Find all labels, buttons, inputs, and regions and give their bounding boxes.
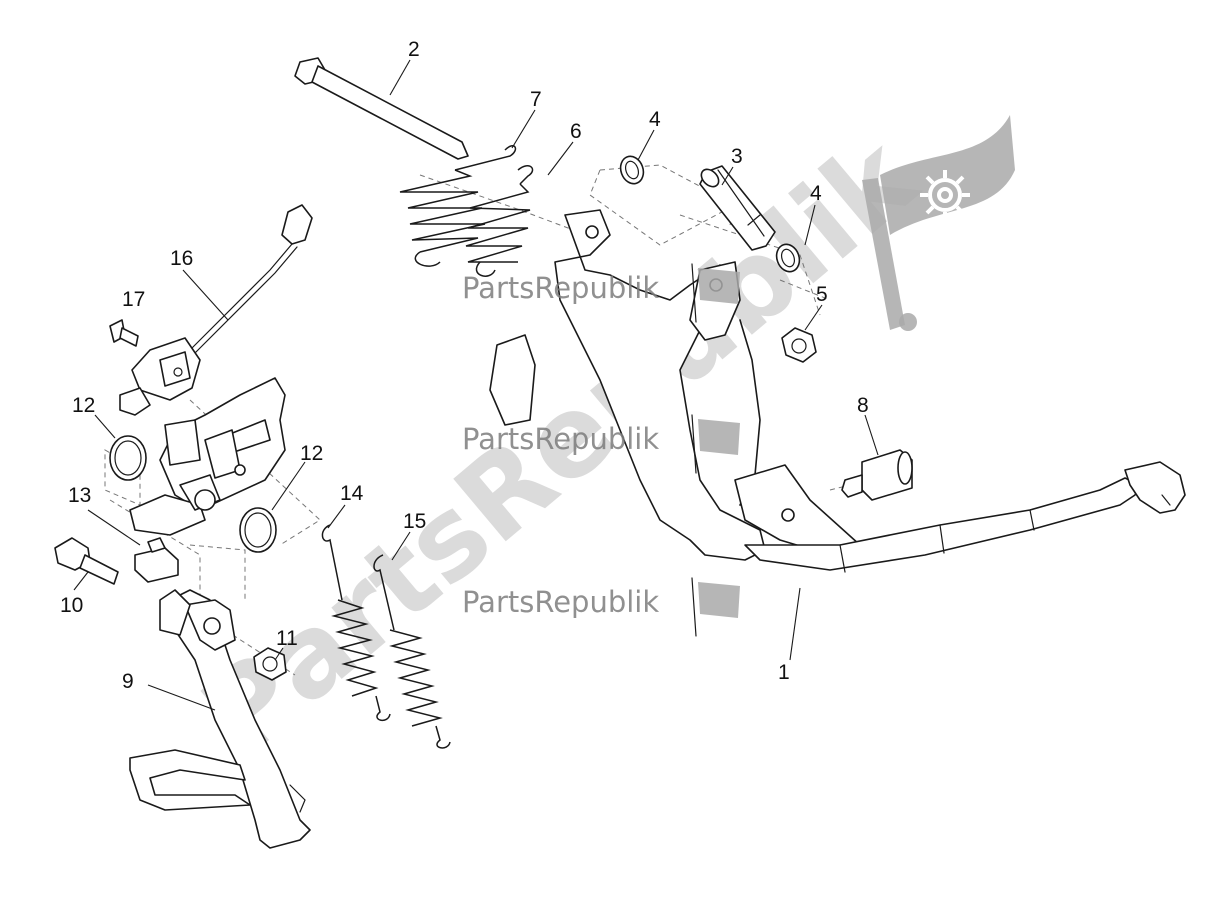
callout-6: 6 bbox=[570, 120, 582, 143]
callout-10: 10 bbox=[60, 594, 83, 617]
watermark-row-3: PartsRepublik bbox=[462, 577, 740, 637]
callout-4-upper: 4 bbox=[649, 108, 661, 131]
watermark-text-3: PartsRepublik bbox=[462, 585, 659, 619]
callout-13: 13 bbox=[68, 484, 91, 507]
callout-5: 5 bbox=[816, 283, 828, 306]
part-3-pivot-pin bbox=[699, 165, 776, 251]
part-7-spring bbox=[399, 145, 517, 267]
callout-9: 9 bbox=[122, 670, 134, 693]
callout-4-lower: 4 bbox=[810, 182, 822, 205]
watermark-text-2: PartsRepublik bbox=[462, 422, 659, 456]
callout-12-left: 12 bbox=[72, 394, 95, 417]
part-12-o-ring-right bbox=[239, 507, 277, 553]
callout-14: 14 bbox=[340, 482, 364, 505]
watermark-row-2: PartsRepublik bbox=[462, 414, 740, 474]
sensor-bracket bbox=[129, 377, 286, 536]
watermark-flag-icon-1 bbox=[698, 268, 740, 304]
part-8-rubber-stopper bbox=[841, 449, 913, 501]
part-4-circlip-upper bbox=[619, 155, 645, 185]
part-13-block bbox=[134, 537, 179, 583]
watermark-flag-icon-2 bbox=[698, 419, 740, 455]
callout-7: 7 bbox=[530, 88, 542, 111]
watermark-flag-icon bbox=[862, 115, 1015, 331]
leader-lines bbox=[73, 59, 879, 711]
part-9-side-stand bbox=[129, 589, 311, 849]
callout-15: 15 bbox=[403, 510, 426, 533]
callout-12-right: 12 bbox=[300, 442, 323, 465]
part-17-screw bbox=[109, 319, 139, 347]
callout-3: 3 bbox=[731, 145, 743, 168]
callout-2: 2 bbox=[408, 38, 420, 61]
part-14-spring bbox=[321, 524, 391, 722]
part-6-spring bbox=[465, 165, 534, 277]
watermark-row-1: PartsRepublik bbox=[462, 263, 740, 323]
part-4-circlip-lower bbox=[775, 243, 801, 273]
watermark-text-1: PartsRepublik bbox=[462, 271, 659, 305]
callout-1: 1 bbox=[778, 661, 790, 684]
watermark-flag-icon-3 bbox=[698, 582, 740, 618]
part-15-spring bbox=[373, 554, 451, 749]
callout-11: 11 bbox=[276, 627, 298, 650]
callout-17: 17 bbox=[122, 288, 145, 311]
part-12-o-ring-left bbox=[109, 435, 147, 481]
callout-16: 16 bbox=[170, 247, 193, 270]
part-5-nut bbox=[781, 327, 817, 363]
callout-8: 8 bbox=[857, 394, 869, 417]
part-16-stand-sensor bbox=[119, 204, 313, 416]
part-2-pivot-bolt bbox=[294, 57, 469, 160]
callout-numbers: 2 7 6 4 3 4 5 8 1 16 17 12 12 13 14 15 1… bbox=[60, 38, 869, 693]
part-10-bolt bbox=[54, 537, 119, 585]
